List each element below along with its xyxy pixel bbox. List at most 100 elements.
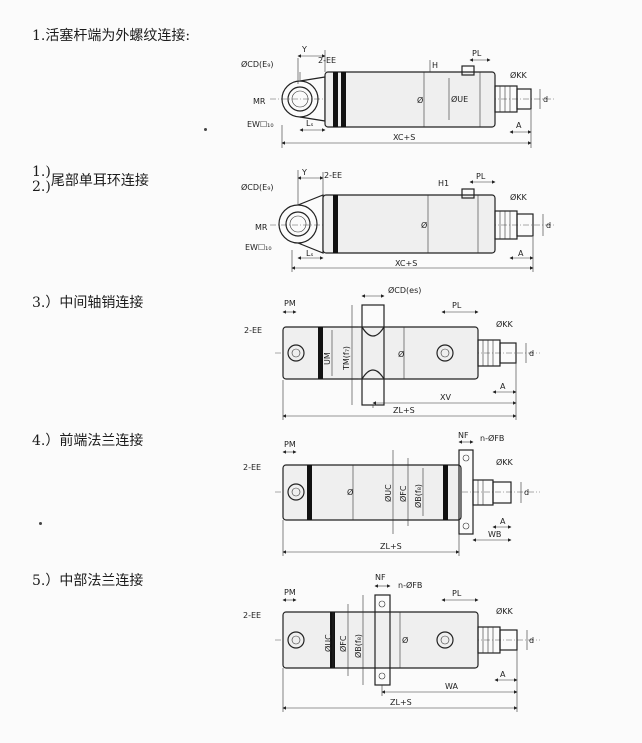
dimension-label-ee: 2-EE	[243, 611, 261, 620]
drawing-stroke	[462, 454, 470, 462]
drawing-stroke	[341, 72, 346, 127]
dimension-label-total: ZL+S	[393, 406, 415, 415]
dimension-label-ee: 2-EE	[318, 56, 336, 65]
drawing-5-center-flange: NF n-ØFB PM PL 2-EE ØUC ØFC ØB(f₈) Ø ØKK…	[243, 573, 540, 712]
dimension-label-cd: ØCD(E₉)	[241, 182, 274, 192]
dimension-label-mr: MR	[255, 223, 268, 232]
section-2-heading-text: 尾部单耳环连接	[50, 173, 149, 189]
dimension-label-b: ØB(f₈)	[353, 634, 363, 658]
drawing-stroke	[477, 480, 484, 505]
section-2-heading: 1.) 2.) 尾部单耳环连接	[32, 165, 149, 195]
rod-thread	[516, 88, 532, 110]
dimension-label-kk: ØKK	[510, 70, 528, 80]
drawing-stroke	[516, 213, 534, 237]
section-5-heading: 5.）中部法兰连接	[32, 573, 144, 589]
dimension-label-um: UM	[323, 352, 332, 365]
dimension-label-d: d	[529, 349, 534, 358]
drawing-stroke	[461, 188, 475, 199]
dimension-label-pm: PM	[284, 588, 296, 597]
section-2-heading-number-2: 2.)	[32, 179, 51, 195]
dimension-label-pm: PM	[284, 440, 296, 449]
dimension-label-kk: ØKK	[496, 457, 514, 467]
scan-speck-2	[39, 522, 42, 525]
drawing-stroke	[462, 522, 470, 530]
dimension-label-tm: TM(f₇)	[342, 346, 351, 371]
drawing-stroke	[333, 195, 338, 253]
dimension-label-kk: ØKK	[510, 192, 528, 202]
dimension-label-a: A	[500, 517, 506, 526]
section-2-heading-numbers: 1.) 2.)	[32, 165, 51, 195]
dimension-label-total: XC+S	[393, 133, 415, 142]
drawing-4-front-flange: NF n-ØFB PM 2-EE ØKK Ø ØUC ØFC ØB(f₈) A …	[243, 431, 540, 556]
dimension-label-nf: NF	[375, 573, 386, 582]
drawing-stroke	[443, 465, 448, 520]
dimension-label-dia: Ø	[421, 220, 427, 230]
drawing-stroke	[499, 342, 517, 364]
section-4-heading: 4.）前端法兰连接	[32, 433, 144, 449]
dimension-label-ue: ØUE	[451, 94, 468, 104]
dimension-label-wb: WB	[488, 530, 501, 539]
dimension-label-a: A	[500, 670, 506, 679]
drawing-stroke	[291, 348, 301, 358]
dimension-label-ee: 2-EE	[243, 463, 261, 472]
dimension-label-wa: WA	[445, 682, 458, 691]
dimension-label-mr: MR	[253, 97, 266, 106]
dimension-label-ew: EW☐₁₀	[245, 243, 272, 252]
dimension-label-nf: NF	[458, 431, 469, 440]
dimension-label-cd: ØCD(es)	[388, 285, 421, 295]
drawing-stroke	[278, 204, 318, 244]
dimension-label-b: ØB(f₈)	[413, 484, 423, 508]
dimension-label-dia: Ø	[402, 635, 408, 645]
drawing-stroke	[287, 483, 305, 501]
cylinder-barrel	[324, 71, 496, 128]
dimension-label-h: H1	[438, 179, 449, 188]
drawing-stroke	[436, 631, 454, 649]
dimension-label-d: d	[524, 488, 529, 497]
seal-ring	[333, 72, 338, 127]
dimension-label-d: d	[543, 95, 548, 104]
dimension-label-dia: Ø	[398, 349, 404, 359]
drawing-stroke	[322, 194, 496, 254]
dimension-label-h: H	[432, 61, 438, 70]
oil-port	[461, 65, 475, 76]
dimension-label-a: A	[500, 382, 506, 391]
drawing-stroke	[318, 327, 323, 379]
section-3-heading: 3.）中间轴销连接	[32, 295, 144, 311]
dimension-label-xv: XV	[440, 393, 451, 402]
dimension-label-pm: PM	[284, 299, 296, 308]
dimension-label-fb: n-ØFB	[480, 433, 504, 443]
drawing-stroke	[361, 326, 385, 337]
drawing-stroke	[289, 215, 307, 233]
drawing-stroke	[440, 348, 450, 358]
section-2-heading-number-1: 1.)	[32, 164, 51, 180]
drawing-stroke	[499, 86, 511, 112]
dimension-label-pl: PL	[476, 172, 486, 181]
dimension-label-uc: ØUC	[383, 484, 393, 502]
dimension-label-total: ZL+S	[390, 698, 412, 707]
drawing-stroke	[287, 344, 305, 362]
dimension-label-ee: 2-EE	[324, 171, 342, 180]
drawing-1-rod-end-thread: ØCD(E₉) Y 2-EE PL H ØKK MR EW☐₁₀ Lₛ A d …	[241, 45, 555, 148]
dimension-label-total: ZL+S	[380, 542, 402, 551]
drawing-stroke	[291, 635, 301, 645]
dimension-label-fb: n-ØFB	[398, 580, 422, 590]
drawing-stroke	[282, 464, 462, 521]
dimension-label-pl: PL	[452, 589, 462, 598]
drawing-stroke	[482, 627, 494, 653]
dimension-label-fc: ØFC	[338, 635, 348, 652]
dimension-label-d: d	[529, 636, 534, 645]
dimension-label-y: Y	[301, 45, 307, 54]
dimension-label-dia: Ø	[347, 487, 353, 497]
dimension-label-ls: Lₛ	[306, 249, 313, 258]
drawing-stroke	[436, 344, 454, 362]
dimension-label-ew: EW☐₁₀	[247, 120, 274, 129]
drawing-stroke	[307, 465, 312, 520]
dimension-label-ls: Lₛ	[306, 119, 313, 128]
drawing-stroke	[330, 612, 335, 668]
rear-eye-bore	[287, 86, 313, 112]
dimension-label-a: A	[516, 121, 522, 130]
drawing-stroke	[492, 481, 512, 504]
dimension-label-a: A	[518, 249, 524, 258]
drawing-stroke	[440, 635, 450, 645]
